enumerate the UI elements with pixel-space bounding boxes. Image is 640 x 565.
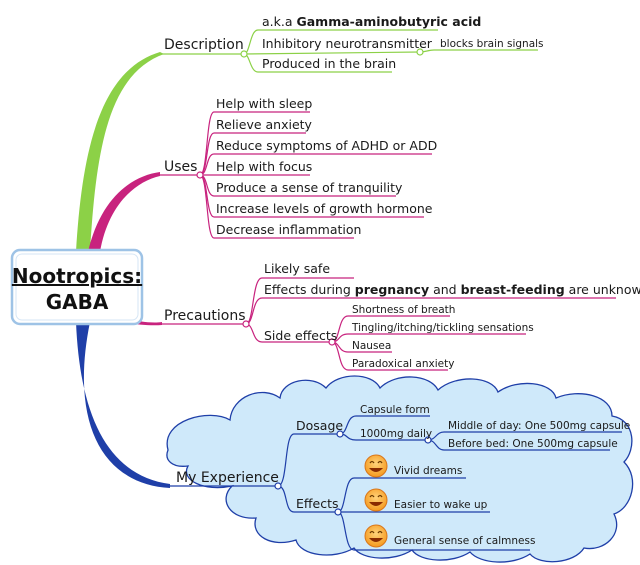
dosage-midday: Middle of day: One 500mg capsule	[448, 420, 630, 432]
dosage-daily: 1000mg daily	[360, 428, 432, 440]
branch-title-description: Description	[164, 37, 244, 53]
experience-branch	[170, 415, 622, 551]
side-effect-item: Nausea	[352, 340, 391, 352]
uses-trunk	[88, 172, 160, 252]
precautions-branch	[162, 277, 616, 371]
uses-item: Relieve anxiety	[216, 117, 313, 132]
uses-item: Help with focus	[216, 159, 312, 174]
dosage-title: Dosage	[296, 418, 343, 433]
smiley-icon	[364, 524, 388, 548]
smiley-icon	[364, 488, 388, 512]
description-trunk	[76, 52, 164, 252]
precautions-effects-unknown: Effects during pregnancy and breast-feed…	[264, 282, 640, 297]
dosage-bed: Before bed: One 500mg capsule	[448, 438, 618, 450]
side-effect-item: Paradoxical anxiety	[352, 358, 454, 370]
description-aka: a.k.a Gamma-aminobutyric acid	[262, 14, 481, 29]
description-blocks: blocks brain signals	[440, 38, 544, 50]
experience-cloud	[166, 375, 634, 563]
branch-title-experience: My Experience	[176, 470, 279, 486]
uses-item: Produce a sense of tranquility	[216, 180, 403, 195]
precautions-likely-safe: Likely safe	[264, 261, 330, 276]
uses-item: Increase levels of growth hormone	[216, 201, 433, 216]
effect-item: General sense of calmness	[394, 535, 535, 547]
description-produced: Produced in the brain	[262, 56, 396, 71]
uses-item: Help with sleep	[216, 96, 312, 111]
smiley-icon	[364, 454, 388, 478]
description-inhibitory: Inhibitory neurotransmitter	[262, 36, 433, 51]
branch-title-uses: Uses	[164, 159, 197, 175]
central-topic-line2: GABA	[46, 290, 109, 314]
uses-item: Decrease inflammation	[216, 222, 361, 237]
uses-item: Reduce symptoms of ADHD or ADD	[216, 138, 437, 153]
experience-trunk	[76, 322, 170, 488]
uses-branch	[160, 111, 432, 239]
central-topic-line1: Nootropics:	[12, 264, 142, 288]
side-effect-item: Shortness of breath	[352, 304, 455, 316]
effects-title: Effects	[296, 496, 339, 511]
branch-title-precautions: Precautions	[164, 308, 246, 324]
side-effect-item: Tingling/itching/tickling sensations	[351, 322, 534, 334]
effect-item: Vivid dreams	[394, 465, 462, 477]
dosage-capsule: Capsule form	[360, 404, 430, 416]
side-effects-title: Side effects	[264, 328, 337, 343]
description-branch	[160, 29, 538, 73]
central-topic: Nootropics: GABA	[10, 248, 144, 326]
effect-item: Easier to wake up	[394, 499, 488, 511]
